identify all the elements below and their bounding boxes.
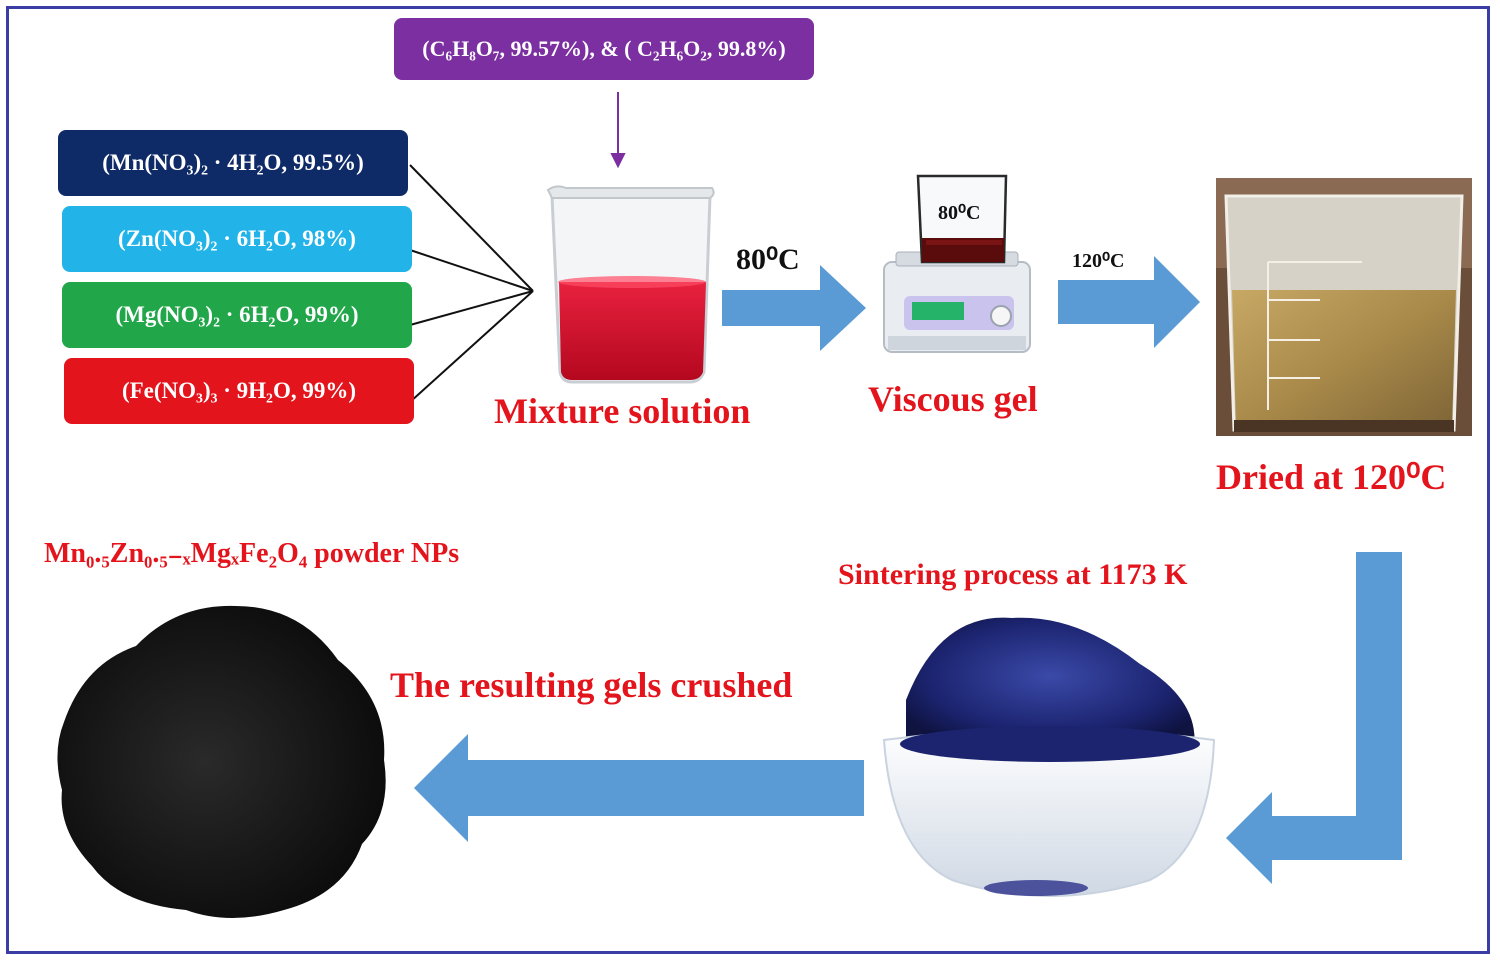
- arrow2-temp-label: 120⁰C: [1072, 250, 1125, 272]
- arrow1-temp-label: 80⁰C: [736, 243, 800, 276]
- mixture-beaker: [546, 185, 715, 384]
- reagent-box-mn: (Mn(NO₃)₂ · 4H₂O, 99.5%): [58, 130, 408, 196]
- diagram-frame: [6, 6, 1490, 954]
- dried-label: Dried at 120⁰C: [1216, 457, 1447, 497]
- reagent-box-zn: (Zn(NO₃)₂ · 6H₂O, 98%): [62, 206, 412, 272]
- reagent-connector-lines: [409, 164, 534, 403]
- reagent-label-mn: (Mn(NO₃)₂ · 4H₂O, 99.5%): [102, 150, 364, 175]
- crushed-label: The resulting gels crushed: [390, 665, 793, 705]
- arrow-to-product: [414, 734, 864, 842]
- reagent-box-fe: (Fe(NO₃)₃ · 9H₂O, 99%): [64, 358, 414, 424]
- reagent-label-mg: (Mg(NO₃)₂ · 6H₂O, 99%): [115, 302, 359, 327]
- citric-acid-down-arrow: [610, 92, 626, 169]
- arrow-to-viscous-gel: [722, 265, 866, 351]
- reagent-label-zn: (Zn(NO₃)₂ · 6H₂O, 98%): [118, 226, 356, 251]
- reagent-label-fe: (Fe(NO₃)₃ · 9H₂O, 99%): [121, 378, 357, 403]
- viscous-gel-label: Viscous gel: [868, 379, 1038, 419]
- reagent-box-mg: (Mg(NO₃)₂ · 6H₂O, 99%): [62, 282, 412, 348]
- product-label: Mn₀.₅Zn₀.₅₋ₓMgₓFe₂O₄ powder NPs: [44, 538, 460, 569]
- dried-beaker-photo: [1216, 178, 1472, 436]
- arrow-to-dried: [1058, 256, 1200, 348]
- arrow-to-sintering: [1226, 552, 1402, 884]
- sintering-label: Sintering process at 1173 K: [838, 558, 1188, 591]
- citric-acid-reagent-label: (C₆H₈O₇, 99.57%), & ( C₂H₆O₂, 99.8%): [422, 36, 786, 61]
- hotplate-temp-label: 80⁰C: [938, 202, 981, 224]
- hotplate-beaker: [883, 174, 1031, 353]
- sintering-bowl-powder: [882, 617, 1216, 897]
- mixture-solution-label: Mixture solution: [494, 391, 751, 431]
- product-black-powder: [57, 605, 386, 918]
- citric-acid-reagent-box: (C₆H₈O₇, 99.57%), & ( C₂H₆O₂, 99.8%): [394, 18, 814, 80]
